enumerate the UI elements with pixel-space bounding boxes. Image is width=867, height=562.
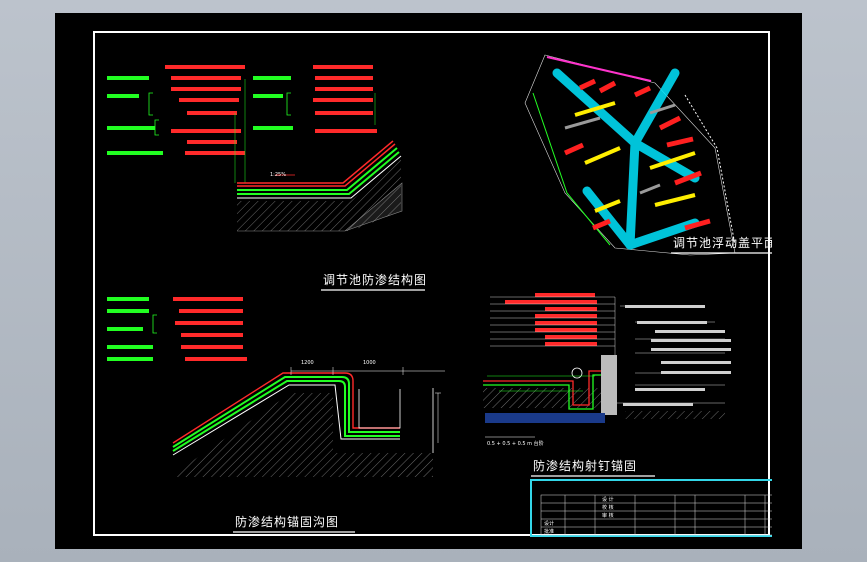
cad-viewport[interactable]: 1:25% 调节池防渗结构图	[55, 13, 802, 549]
float-cover-plan-drawing: 调节池浮动盖平面图	[524, 54, 789, 256]
anchor-trench-title: 防渗结构锚固沟图	[235, 514, 339, 529]
liner-section-title: 调节池防渗结构图	[323, 272, 427, 287]
nail-anchor-title: 防渗结构射钉锚固	[533, 458, 637, 473]
red-cover-strips	[563, 78, 711, 231]
trench-dim-right: 1000	[363, 360, 376, 366]
drawing-canvas: 1:25% 调节池防渗结构图	[107, 54, 794, 537]
gray-anchor-bars	[564, 103, 676, 195]
slope-label: 1:25%	[270, 172, 286, 178]
float-cover-plan-title: 调节池浮动盖平面图	[673, 236, 772, 250]
nail-anchor-notes-white	[623, 305, 731, 406]
title-block-cell-2: 审 核	[602, 512, 614, 519]
title-block-cell-3: 设计	[544, 520, 554, 527]
yellow-cover-strips	[574, 101, 696, 213]
drawing-sheet: 1:25% 调节池防渗结构图	[93, 31, 794, 537]
anchor-trench-drawing: 1200 1000 防渗结构锚固沟图	[107, 297, 445, 533]
title-block-cell-4: 批准	[544, 528, 554, 535]
liner-section-notes	[107, 65, 245, 155]
liner-section-drawing: 1:25% 调节池防渗结构图	[107, 65, 427, 291]
nail-anchor-notes-red	[505, 293, 597, 346]
trench-layers	[172, 367, 445, 477]
title-block: 设 计 校 核 审 核 设计 批准	[530, 479, 794, 537]
nail-anchor-drawing: 0.5 + 0.5 + 0.5 m 台阶 防渗结构射钉锚固	[483, 293, 731, 477]
title-block-cell-0: 设 计	[602, 496, 614, 503]
liner-section-notes-right	[253, 65, 377, 133]
liner-layers	[237, 140, 403, 232]
nail-anchor-section	[483, 355, 725, 438]
nail-anchor-bottom-dim: 0.5 + 0.5 + 0.5 m 台阶	[487, 440, 544, 447]
trench-dim-left: 1200	[301, 360, 314, 366]
title-block-cell-1: 校 核	[602, 504, 614, 511]
anchor-trench-notes	[107, 297, 247, 361]
